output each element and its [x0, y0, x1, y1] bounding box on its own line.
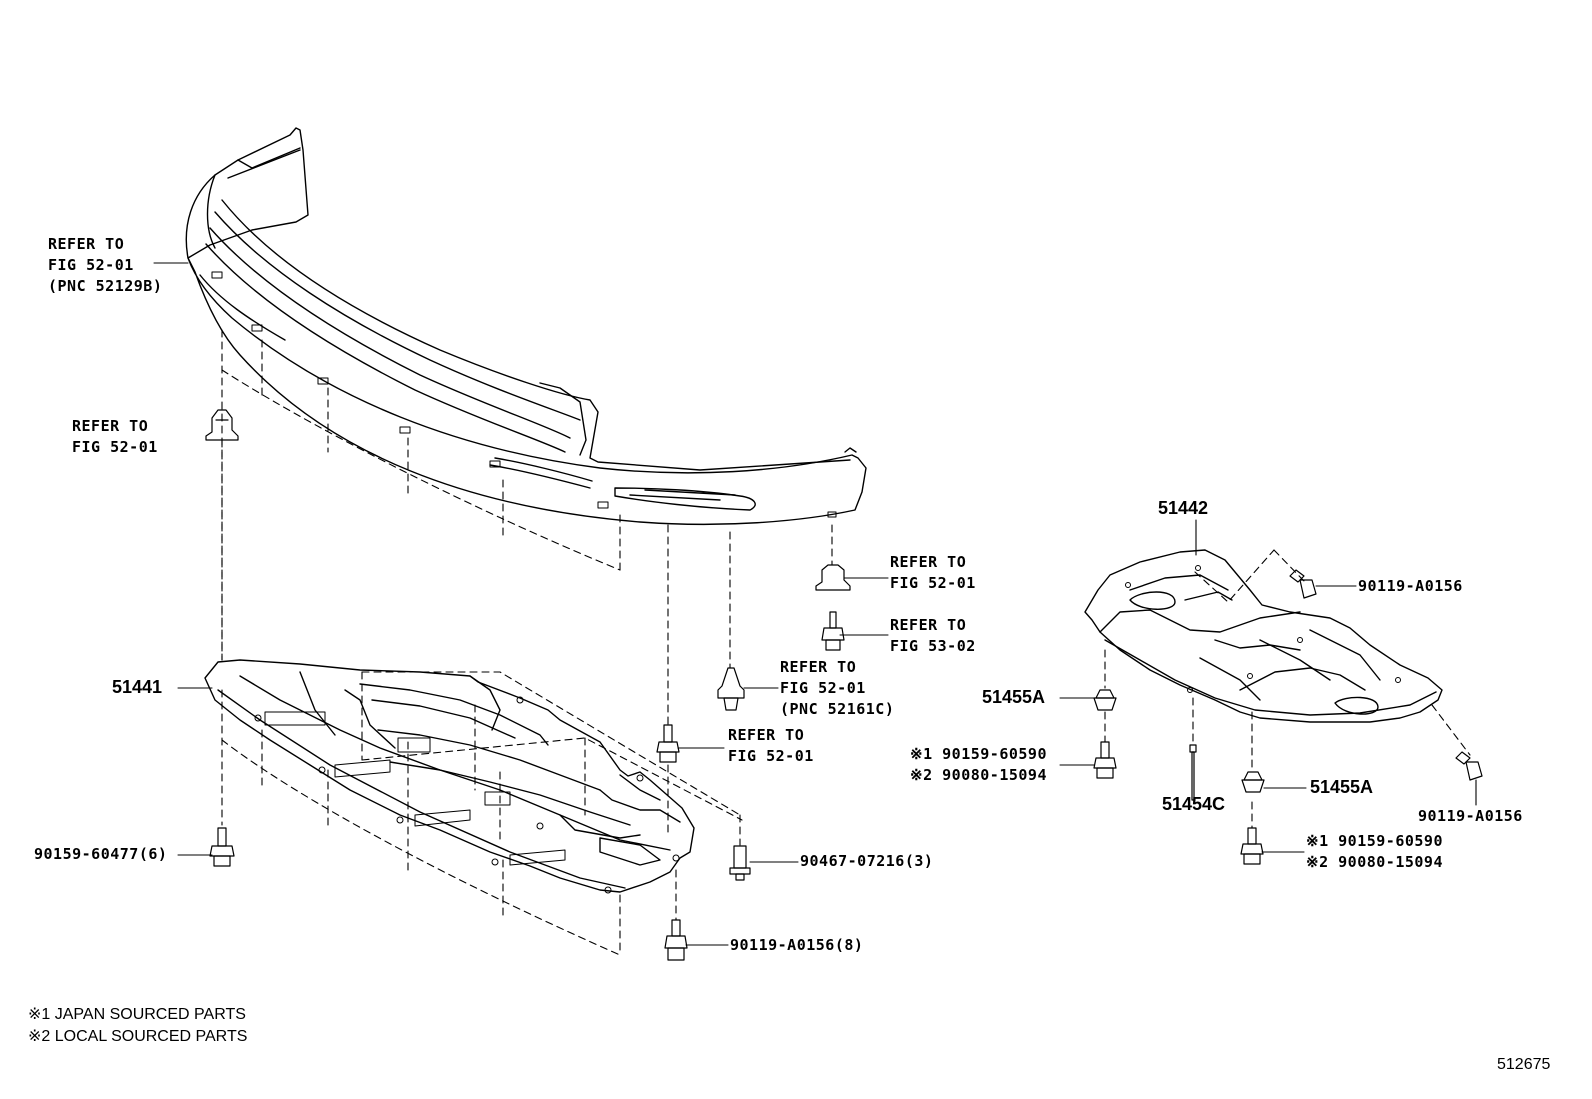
pnc-text: (PNC 52129B)	[48, 277, 163, 295]
label-refer-bolt-right: REFER TO FIG 53-02	[890, 615, 976, 657]
bolt-right-alt	[1240, 827, 1264, 865]
part-number-90119-a0156-right[interactable]: 90119-A0156	[1418, 807, 1523, 825]
engine-under-cover-51441	[204, 659, 695, 894]
refer-text: REFER TO	[72, 417, 149, 435]
bolt-90467-07216	[729, 845, 751, 881]
label-refer-screw-mid: REFER TO FIG 52-01	[728, 725, 814, 767]
refer-text: REFER TO	[728, 726, 805, 744]
label-refer-pushpin: REFER TO FIG 52-01 (PNC 52161C)	[780, 657, 894, 720]
refer-text: REFER TO	[890, 553, 967, 571]
right-cover-alignment-lines	[1104, 549, 1471, 829]
fig-text: FIG 52-01	[48, 256, 134, 274]
front-bumper-cover	[185, 127, 867, 526]
fig-text: FIG 52-01	[890, 574, 976, 592]
clip-51455a-left	[1093, 689, 1117, 711]
part-number-51442[interactable]: 51442	[1158, 498, 1209, 518]
push-pin	[717, 667, 745, 711]
label-refer-clip-left: REFER TO FIG 52-01	[72, 416, 158, 458]
refer-text: REFER TO	[48, 235, 125, 253]
legend-notes: ※1 JAPAN SOURCED PARTS ※2 LOCAL SOURCED …	[28, 1004, 247, 1048]
alt-part-1[interactable]: ※1 90159-60590	[1306, 832, 1443, 850]
bolt-left-alt	[1093, 741, 1117, 779]
label-refer-clip-right: REFER TO FIG 52-01	[890, 552, 976, 594]
label-refer-bumper: REFER TO FIG 52-01 (PNC 52129B)	[48, 234, 162, 297]
refer-text: REFER TO	[780, 658, 857, 676]
alt-parts-right: ※1 90159-60590 ※2 90080-15094	[1306, 831, 1443, 873]
fig-text: FIG 52-01	[728, 747, 814, 765]
under-cover-51442	[1084, 549, 1443, 723]
part-number-90467-07216[interactable]: 90467-07216(3)	[800, 852, 934, 870]
clip-51455a-right	[1241, 771, 1265, 793]
bolt-right-upper	[821, 611, 845, 651]
leader-lines	[153, 262, 1477, 946]
bolt-90119-a0156-8	[664, 919, 688, 961]
alt-part-2[interactable]: ※2 90080-15094	[1306, 853, 1443, 871]
alt-part-2[interactable]: ※2 90080-15094	[910, 766, 1047, 784]
clip-left	[205, 409, 239, 441]
part-number-51454c[interactable]: 51454C	[1162, 794, 1226, 814]
fig-text: FIG 52-01	[72, 438, 158, 456]
part-number-90119-a0156-8[interactable]: 90119-A0156(8)	[730, 936, 864, 954]
fig-text: FIG 52-01	[780, 679, 866, 697]
note-japan-sourced: ※1 JAPAN SOURCED PARTS	[28, 1006, 246, 1023]
bolt-90119-a0156-top	[1289, 569, 1317, 599]
bolt-90119-a0156-right	[1455, 751, 1483, 781]
grommet-51454c	[1189, 744, 1197, 801]
alt-part-1[interactable]: ※1 90159-60590	[910, 745, 1047, 763]
fig-text: FIG 53-02	[890, 637, 976, 655]
alt-parts-left: ※1 90159-60590 ※2 90080-15094	[910, 744, 1047, 786]
screw-mid	[656, 724, 680, 763]
pnc-text: (PNC 52161C)	[780, 700, 895, 718]
refer-text: REFER TO	[890, 616, 967, 634]
part-number-51441[interactable]: 51441	[112, 677, 163, 697]
clip-right	[815, 564, 851, 591]
figure-id: 512675	[1497, 1056, 1551, 1073]
part-number-90159-60477[interactable]: 90159-60477(6)	[34, 845, 168, 863]
part-number-51455a-right[interactable]: 51455A	[1310, 777, 1374, 797]
bumper-alignment-lines	[221, 329, 833, 956]
part-number-51455a-left[interactable]: 51455A	[982, 687, 1046, 707]
note-local-sourced: ※2 LOCAL SOURCED PARTS	[28, 1028, 248, 1045]
part-number-90119-a0156-top[interactable]: 90119-A0156	[1358, 577, 1463, 595]
bolt-90159-60477	[209, 827, 235, 867]
